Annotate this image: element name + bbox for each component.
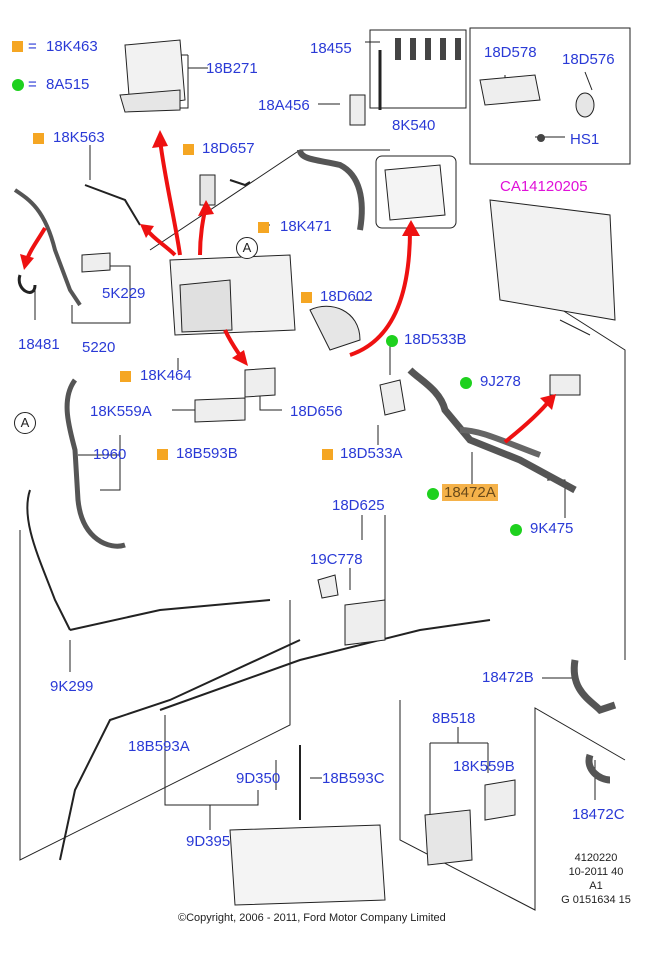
part-label-9j278: 9J278: [480, 373, 521, 390]
reference-line-4: G 0151634 15: [561, 894, 631, 906]
part-label-18d578: 18D578: [484, 44, 537, 61]
orange-legend-swatch: [12, 41, 23, 52]
part-label-18d533b: 18D533B: [404, 331, 467, 348]
part-label-9k475: 9K475: [530, 520, 574, 537]
orange-marker: [33, 133, 44, 144]
part-label-18k559a: 18K559A: [90, 403, 152, 420]
reference-block: 4120220 10-2011 40 A1 G 0151634 15: [541, 851, 651, 907]
part-label-8k540: 8K540: [392, 117, 436, 134]
green-marker: [427, 488, 439, 500]
orange-marker: [301, 292, 312, 303]
part-label-18481: 18481: [18, 336, 60, 353]
part-label-9k299: 9K299: [50, 678, 94, 695]
part-label-18d625: 18D625: [332, 497, 385, 514]
reference-line-1: 4120220: [574, 852, 618, 864]
part-label-5220: 5220: [82, 339, 116, 356]
orange-marker: [157, 449, 168, 460]
part-label-18d533a: 18D533A: [340, 445, 403, 462]
part-label-18472b: 18472B: [482, 669, 534, 686]
part-label-18k563: 18K563: [53, 129, 105, 146]
legend-equals-2: =: [28, 76, 37, 93]
part-label-18472c: 18472C: [572, 806, 625, 823]
part-label-8b518: 8B518: [432, 710, 476, 727]
reference-line-3: A1: [589, 880, 603, 892]
part-label-1960: 1960: [93, 446, 127, 463]
green-marker: [386, 335, 398, 347]
part-label-9d395: 9D395: [186, 833, 231, 850]
legend-equals-1: =: [28, 38, 37, 55]
part-label-18k471: 18K471: [280, 218, 332, 235]
part-label-18d602: 18D602: [320, 288, 373, 305]
circle-callout-a: A: [236, 237, 258, 259]
part-label-18k464: 18K464: [140, 367, 192, 384]
orange-marker: [183, 144, 194, 155]
part-label-18b271: 18B271: [206, 60, 258, 77]
part-label-18b593c: 18B593C: [322, 770, 385, 787]
part-label-18b593a: 18B593A: [128, 738, 190, 755]
part-label-18b593b: 18B593B: [176, 445, 238, 462]
orange-marker: [120, 371, 131, 382]
part-label-18d657: 18D657: [202, 140, 255, 157]
orange-marker: [322, 449, 333, 460]
part-label-ca14120205: CA14120205: [500, 178, 588, 195]
part-label-hs1: HS1: [570, 131, 600, 148]
part-label-18472a: 18472A: [442, 484, 498, 501]
green-marker: [510, 524, 522, 536]
circle-callout-a: A: [14, 412, 36, 434]
green-legend-dot: [12, 79, 24, 91]
part-label-18d576: 18D576: [562, 51, 615, 68]
part-label-5k229: 5K229: [102, 285, 146, 302]
part-label-18k559b: 18K559B: [453, 758, 515, 775]
green-marker: [460, 377, 472, 389]
part-label-18a456: 18A456: [258, 97, 310, 114]
legend-orange-code: 18K463: [46, 38, 98, 55]
reference-line-2: 10-2011 40: [568, 866, 624, 878]
legend-green-code: 8A515: [46, 76, 90, 93]
copyright-notice: ©Copyright, 2006 - 2011, Ford Motor Comp…: [178, 912, 446, 924]
orange-marker: [258, 222, 269, 233]
part-label-19c778: 19C778: [310, 551, 363, 568]
part-label-9d350: 9D350: [236, 770, 281, 787]
part-label-18455: 18455: [310, 40, 352, 57]
part-label-18d656: 18D656: [290, 403, 343, 420]
